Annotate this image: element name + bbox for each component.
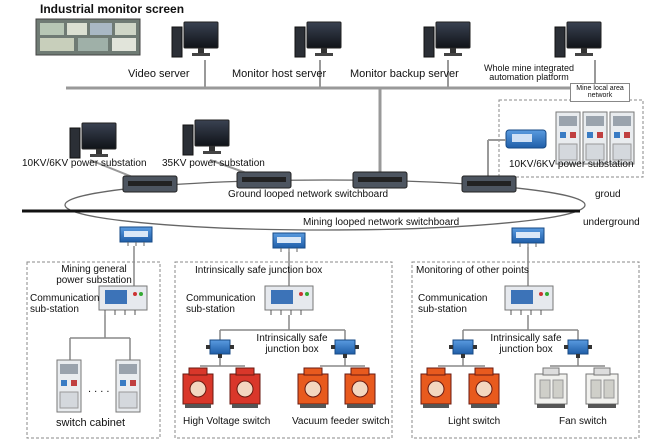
fan-switch-icon: [585, 367, 619, 409]
label-mining-switchboard: Mining looped network switchboard: [303, 217, 460, 228]
label-video-server: Video server: [128, 68, 190, 80]
label-substation-10kv-left: 10KV/6KV power substation: [22, 158, 147, 169]
fan-switch-icon: [534, 367, 568, 409]
box1-dots: . . . .: [88, 383, 110, 395]
light-switch-icon: [468, 367, 500, 409]
vacuum-feeder-switch-icon: [297, 367, 329, 409]
junction-box-icon: [205, 339, 235, 359]
ground-switch-device-icon: [461, 175, 517, 193]
switch-cabinet-icon: [56, 359, 82, 413]
substation-10kv-computer-icon: [69, 122, 117, 159]
underground-switch-right-icon: [511, 227, 545, 248]
page-title: Industrial monitor screen: [40, 2, 185, 16]
label-whole-mine-platform: Whole mine integrated automation platfor…: [483, 63, 575, 83]
box3-comm-label: Communication sub-station: [418, 293, 488, 315]
box3-junction-label: Intrinsically safe junction box: [490, 333, 562, 355]
substation-cabinet-icon: [609, 111, 635, 165]
junction-box-icon: [448, 339, 478, 359]
label-underground-zone: underground: [583, 217, 640, 228]
box2-comm-label: Communication sub-station: [186, 293, 256, 315]
switch-cabinet-icon: [115, 359, 141, 413]
box2-junction-label: Intrinsically safe junction box: [256, 333, 328, 355]
power-device-icon: [505, 129, 547, 149]
monitor-backup-server-computer-icon: [423, 21, 471, 58]
label-monitor-backup-server: Monitor backup server: [350, 68, 459, 80]
box3-fan-label: Fan switch: [559, 416, 607, 427]
substation-cabinet-icon: [582, 111, 608, 165]
box-mining-substation: [26, 261, 161, 439]
monitor-screen-image: [35, 18, 141, 56]
box1-comm-label: Communication sub-station: [30, 293, 100, 315]
box-other-points: [411, 261, 640, 439]
comm-substation-2-icon: [264, 285, 314, 316]
box2-hv-label: High Voltage switch: [183, 416, 271, 427]
underground-switch-left-icon: [119, 226, 153, 247]
monitor-host-server-computer-icon: [294, 21, 342, 58]
comm-substation-3-icon: [504, 285, 554, 316]
ground-switch-device-icon: [122, 175, 178, 193]
box3-title: Monitoring of other points: [416, 265, 529, 276]
label-substation-35kv: 35KV power substation: [162, 158, 265, 169]
ground-switch-device-icon: [352, 171, 408, 189]
box-intrinsically-safe: [174, 261, 393, 439]
high-voltage-switch-icon: [182, 367, 214, 409]
ground-switch-device-icon: [236, 171, 292, 189]
substation-cabinet-icon: [555, 111, 581, 165]
video-server-computer-icon: [171, 21, 219, 58]
label-mine-lan: Mine local area network: [570, 83, 630, 102]
light-switch-icon: [420, 367, 452, 409]
label-substation-10kv-right: 10KV/6KV power substation: [509, 159, 634, 170]
label-monitor-host-server: Monitor host server: [232, 68, 327, 80]
substation-35kv-computer-icon: [182, 119, 230, 156]
high-voltage-switch-icon: [229, 367, 261, 409]
box2-title: Intrinsically safe junction box: [195, 265, 323, 276]
label-ground-zone: groud: [595, 189, 621, 200]
box2-vf-label: Vacuum feeder switch: [292, 416, 390, 427]
vacuum-feeder-switch-icon: [344, 367, 376, 409]
underground-switch-mid-icon: [272, 232, 306, 253]
automation-platform-computer-icon: [554, 21, 602, 58]
box3-light-label: Light switch: [448, 416, 501, 427]
box1-title: Mining general power substation: [56, 264, 132, 286]
label-ground-switchboard: Ground looped network switchboard: [228, 189, 389, 200]
box1-cabinet-label: switch cabinet: [56, 417, 126, 429]
ground-loop-ring: [64, 179, 586, 231]
comm-substation-1-icon: [98, 285, 148, 316]
